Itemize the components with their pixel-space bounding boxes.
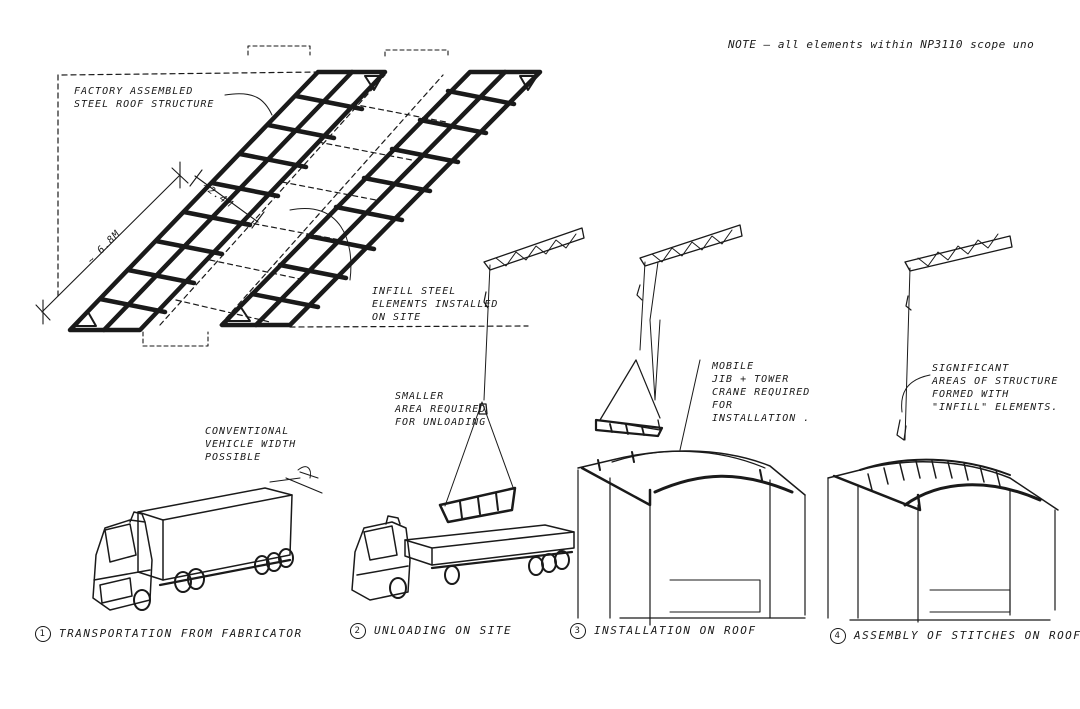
step-number-1: 1 xyxy=(35,626,51,642)
step-label-2: UNLOADING ON SITE xyxy=(374,624,513,637)
roof-plan xyxy=(35,45,543,347)
step-label-3: INSTALLATION ON ROOF xyxy=(594,624,757,637)
truck-transport xyxy=(92,466,323,611)
step-caption-3: 3 INSTALLATION ON ROOF xyxy=(570,623,756,639)
step-caption-4: 4 ASSEMBLY OF STITCHES ON ROOF. xyxy=(830,628,1080,644)
label-factory-steel-roof: FACTORY ASSEMBLED STEEL ROOF STRUCTURE xyxy=(74,86,215,110)
step-label-1: TRANSPORTATION FROM FABRICATOR xyxy=(59,627,303,640)
step-caption-1: 1 TRANSPORTATION FROM FABRICATOR xyxy=(35,626,303,642)
label-vehicle-width: CONVENTIONAL VEHICLE WIDTH POSSIBLE xyxy=(205,426,297,463)
scope-note: NOTE – all elements within NP3110 scope … xyxy=(728,38,1035,51)
label-infill-steel: INFILL STEEL ELEMENTS INSTALLED ON SITE xyxy=(372,286,499,323)
step-number-4: 4 xyxy=(830,628,846,644)
step-number-2: 2 xyxy=(350,623,366,639)
truck-unloading xyxy=(351,401,575,601)
step-label-4: ASSEMBLY OF STITCHES ON ROOF. xyxy=(854,629,1080,642)
label-significant-areas: SIGNIFICANT AREAS OF STRUCTURE FORMED WI… xyxy=(932,363,1059,413)
step-caption-2: 2 UNLOADING ON SITE xyxy=(350,623,512,639)
step-number-3: 3 xyxy=(570,623,586,639)
building-step-4 xyxy=(827,233,1059,623)
label-mobile-jib-crane: MOBILE JIB + TOWER CRANE REQUIRED FOR IN… xyxy=(712,361,811,424)
building-step-3 xyxy=(577,224,806,626)
crane-step-2 xyxy=(478,227,585,415)
label-smaller-area: SMALLER AREA REQUIRED FOR UNLOADING xyxy=(395,391,487,428)
